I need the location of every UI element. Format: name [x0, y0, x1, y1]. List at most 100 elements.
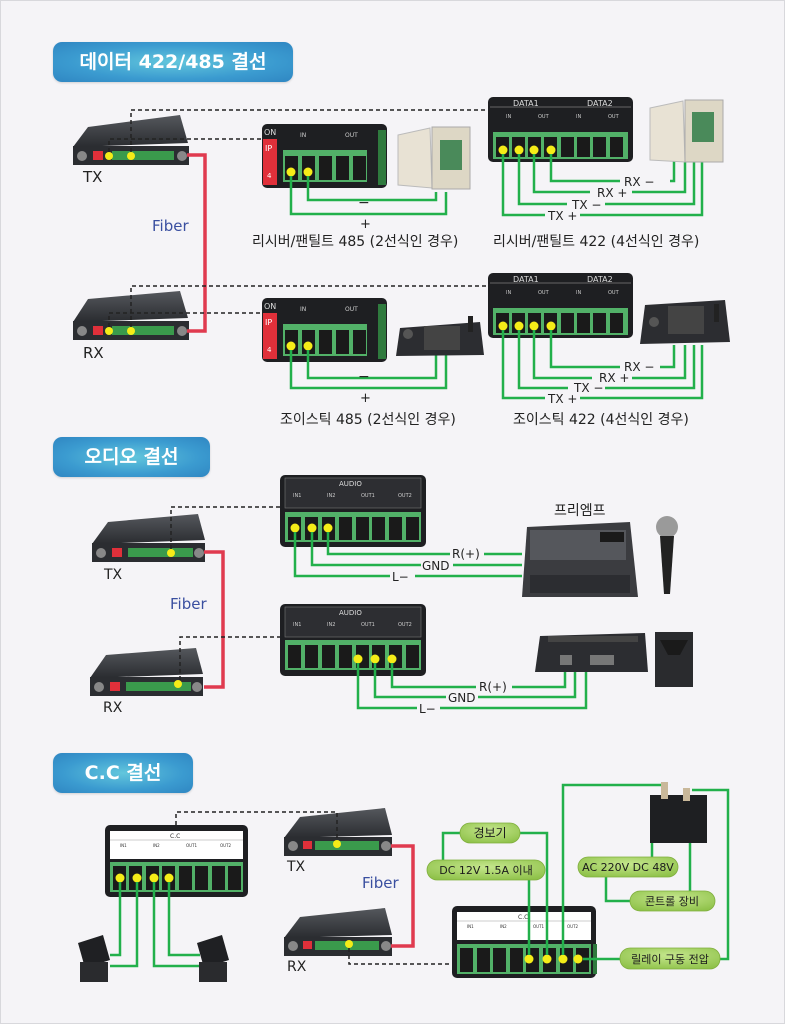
rx-converter-data [73, 291, 189, 340]
tx-label: TX [286, 859, 306, 875]
audio-terminal-block-tx: AUDIO IN1 IN2 OUT1 OUT2 [280, 475, 426, 547]
relay-icon [650, 782, 707, 843]
rocker-switch-icon [197, 935, 229, 982]
svg-text:IN2: IN2 [500, 924, 507, 929]
wire-label-r: R(+) [479, 680, 507, 694]
svg-text:IN: IN [506, 114, 511, 120]
fiber-label: Fiber [152, 217, 189, 235]
svg-text:IP: IP [265, 318, 272, 327]
svg-text:OUT: OUT [608, 290, 620, 296]
svg-text:AC 220V DC 48V: AC 220V DC 48V [582, 861, 674, 874]
wires-audio-amp [356, 663, 588, 710]
svg-text:IN: IN [576, 290, 581, 296]
svg-text:IN1: IN1 [293, 493, 301, 499]
wire-label-plus: + [360, 391, 371, 406]
rx-converter-audio [90, 648, 203, 696]
wire-label-rx-minus: RX − [624, 175, 654, 189]
wire-label-minus: − [358, 195, 370, 211]
svg-text:릴레이 구동 전압: 릴레이 구동 전압 [631, 953, 709, 966]
svg-text:경보기: 경보기 [473, 826, 506, 840]
svg-text:OUT: OUT [345, 132, 358, 139]
fiber-cable [204, 550, 225, 689]
pin-icon [127, 152, 135, 160]
rx-label: RX [287, 959, 307, 975]
wire-label-tx-plus: TX + [547, 392, 577, 406]
section-title-audio: 오디오 결선 [53, 437, 210, 477]
fiber-label: Fiber [362, 874, 399, 892]
wire-label-minus: − [358, 369, 370, 385]
svg-text:DATA1: DATA1 [513, 99, 539, 108]
wire-label-gnd: GND [448, 691, 476, 705]
rx-label: RX [103, 700, 123, 716]
wire-label-rx-plus: RX + [597, 186, 627, 200]
svg-text:IN2: IN2 [327, 622, 335, 628]
wire-label-tx-minus: TX − [571, 198, 601, 212]
tx-label: TX [82, 168, 102, 186]
svg-text:IN: IN [300, 132, 306, 139]
tx-converter-audio [92, 514, 205, 562]
wire-label-rx-minus: RX − [624, 360, 654, 374]
svg-text:IN1: IN1 [467, 924, 474, 929]
svg-text:OUT: OUT [345, 306, 358, 313]
svg-text:IN: IN [506, 290, 511, 296]
terminal-block-422-receiver: DATA1 DATA2 IN OUT IN OUT [488, 97, 633, 162]
pin-icon [105, 152, 113, 160]
microphone-icon [656, 516, 678, 594]
amplifier-icon [535, 633, 648, 672]
svg-text:C.C: C.C [518, 914, 528, 921]
caption-joystick-422: 조이스틱 422 (4선식인 경우) [513, 412, 689, 428]
svg-text:IN2: IN2 [327, 493, 335, 499]
mixer-preamp-icon [522, 522, 638, 597]
svg-text:IN2: IN2 [153, 843, 160, 848]
wire-label-tx-minus: TX − [573, 381, 603, 395]
svg-text:OUT1: OUT1 [361, 493, 375, 499]
wires-cc-switches [110, 882, 200, 968]
wire-label-l: L− [392, 570, 409, 584]
section-title-cc: C.C 결선 [53, 753, 193, 793]
caption-receiver-422: 리시버/팬틸트 422 (4선식인 경우) [493, 234, 699, 250]
caption-joystick-485: 조이스틱 485 (2선식인 경우) [280, 412, 456, 428]
svg-text:DATA2: DATA2 [587, 99, 613, 108]
svg-text:OUT2: OUT2 [220, 843, 232, 848]
rocker-switch-icon [78, 935, 110, 982]
wire-label-l: L− [419, 702, 436, 716]
fiber-label: Fiber [170, 595, 207, 613]
svg-text:IN: IN [576, 114, 581, 120]
svg-text:DC 12V 1.5A 이내: DC 12V 1.5A 이내 [439, 864, 532, 877]
wires-485-joystick [289, 350, 448, 390]
terminal-block-422-joystick: DATA1 DATA2 IN OUT IN OUT [488, 273, 633, 338]
rx-converter-cc [284, 908, 392, 956]
svg-text:C.C: C.C [170, 833, 180, 840]
svg-text:DATA2: DATA2 [587, 275, 613, 284]
svg-text:OUT1: OUT1 [361, 622, 375, 628]
tag-alarm: 경보기 [459, 822, 521, 844]
svg-text:OUT1: OUT1 [533, 924, 545, 929]
fiber-cable [187, 153, 207, 333]
tag-relay-voltage: 릴레이 구동 전압 [619, 947, 721, 970]
speaker-icon [655, 632, 693, 687]
wires-485-receiver [289, 176, 448, 216]
wire-label-r: R(+) [452, 547, 480, 561]
svg-text:ON: ON [264, 302, 276, 311]
joystick-controller-icon [640, 300, 730, 344]
wires-422-receiver [501, 154, 704, 217]
dashed-links [175, 811, 452, 965]
svg-text:DATA1: DATA1 [513, 275, 539, 284]
wires-422-joystick [501, 330, 704, 400]
fiber-cable [391, 844, 415, 948]
cc-terminal-block-right: C.C IN1 IN2 OUT1 OUT2 [452, 906, 597, 978]
svg-text:IN1: IN1 [293, 622, 301, 628]
tag-dc-limit: DC 12V 1.5A 이내 [426, 859, 546, 881]
svg-text:IN: IN [300, 306, 306, 313]
preamp-label: 프리엠프 [554, 503, 606, 519]
dashed-links [108, 109, 488, 327]
svg-text:OUT: OUT [538, 290, 550, 296]
wire-label-rx-plus: RX + [599, 371, 629, 385]
svg-text:4: 4 [267, 172, 272, 180]
svg-text:OUT: OUT [608, 114, 620, 120]
receiver-box-icon [397, 126, 471, 190]
svg-text:OUT1: OUT1 [186, 843, 198, 848]
wire-label-plus: + [360, 217, 371, 232]
rx-label: RX [83, 344, 104, 362]
